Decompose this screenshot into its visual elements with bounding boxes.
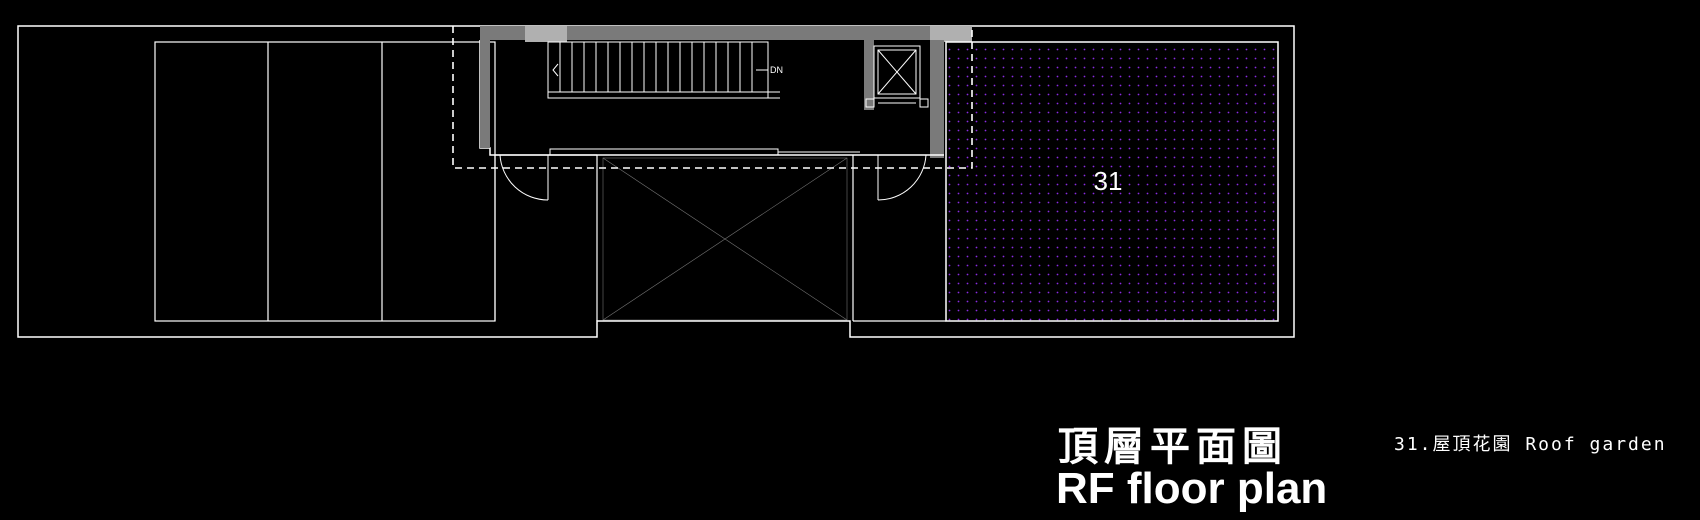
- roof-garden-area: [945, 41, 1279, 322]
- light-well: [602, 157, 848, 321]
- legend-item-31: 31.屋頂花園 Roof garden: [1394, 434, 1667, 455]
- left-bays: [154, 41, 598, 322]
- elevator: [865, 45, 929, 108]
- stair-treads: [547, 41, 780, 99]
- outer-walls: [17, 25, 1295, 338]
- plan-title-english: RF floor plan: [1056, 464, 1328, 513]
- stair-core: DN: [452, 26, 973, 169]
- plan-title-chinese: 頂層平面圖: [1058, 424, 1288, 470]
- stair-label: DN: [770, 65, 783, 75]
- room-tag-31: 31: [1094, 166, 1123, 196]
- right-bay: [852, 155, 946, 322]
- doors: [499, 154, 927, 201]
